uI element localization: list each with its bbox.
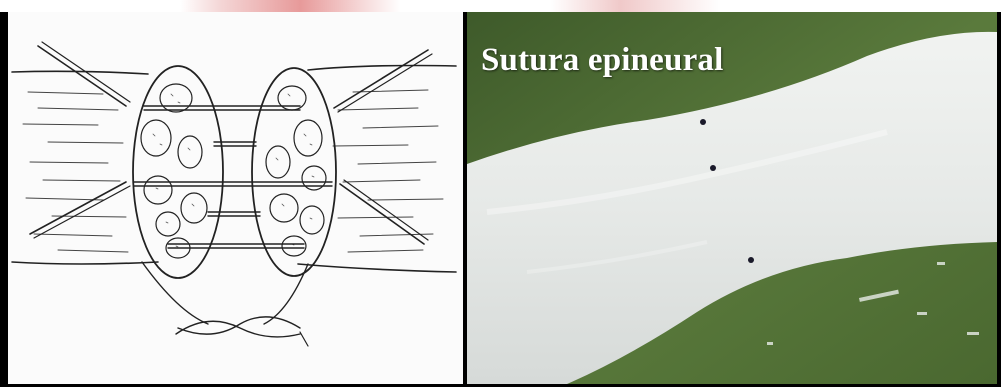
suture-drawing-panel xyxy=(8,12,463,384)
nerve-suture-illustration-icon xyxy=(8,12,463,384)
nerve-photo-panel: Sutura epineural xyxy=(467,12,997,384)
top-watermark-strip xyxy=(0,0,1001,12)
photo-caption: Sutura epineural xyxy=(481,42,723,79)
